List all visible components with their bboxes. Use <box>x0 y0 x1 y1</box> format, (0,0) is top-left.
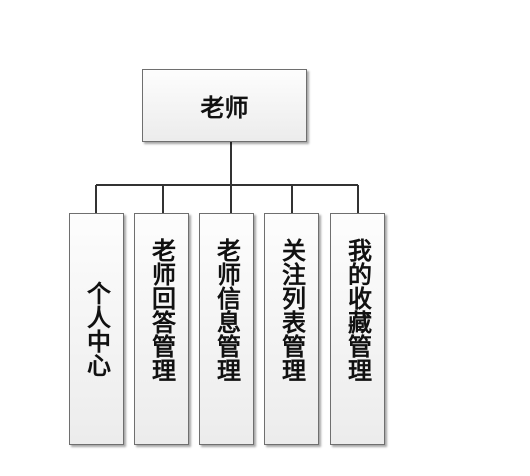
child-node-teacher-answer-management: 老师回答管理 <box>134 213 189 445</box>
root-node: 老师 <box>142 69 307 142</box>
child-node-label: 我的收藏管理 <box>343 238 372 382</box>
child-node-follow-list-management: 关注列表管理 <box>264 213 319 445</box>
root-node-label: 老师 <box>200 94 249 122</box>
child-node-label: 关注列表管理 <box>277 238 306 382</box>
child-node-teacher-info-management: 老师信息管理 <box>199 213 254 445</box>
child-node-my-favorites-management: 我的收藏管理 <box>330 213 385 445</box>
child-node-label: 老师回答管理 <box>147 238 176 382</box>
child-node-personal-center: 个人中心 <box>69 213 124 445</box>
child-node-label: 个人中心 <box>82 281 111 377</box>
child-node-label: 老师信息管理 <box>212 238 241 382</box>
